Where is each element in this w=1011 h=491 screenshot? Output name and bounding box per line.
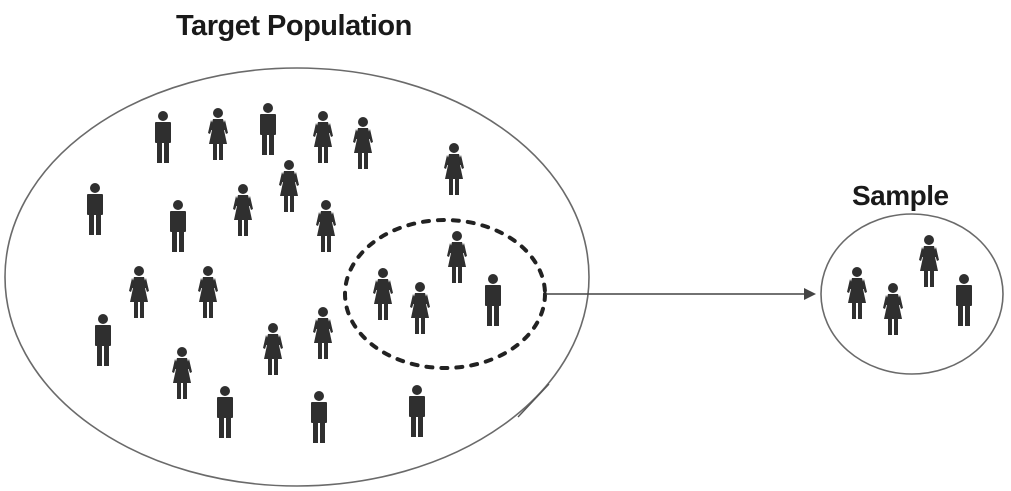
person-icon <box>883 283 903 335</box>
population-title: Target Population <box>176 10 412 42</box>
person-icon <box>260 103 276 155</box>
person-icon <box>95 314 111 366</box>
person-icon <box>208 108 228 160</box>
person-icon <box>172 347 192 399</box>
person-icon <box>155 111 171 163</box>
person-icon <box>919 235 939 287</box>
person-icon <box>410 282 430 334</box>
person-icon <box>409 385 425 437</box>
person-icon <box>313 307 333 359</box>
sample-ellipse <box>820 213 1004 375</box>
population-ellipse <box>4 67 590 487</box>
person-icon <box>316 200 336 252</box>
person-icon <box>279 160 299 212</box>
person-icon <box>447 231 467 283</box>
selected-people <box>373 231 501 334</box>
person-icon <box>444 143 464 195</box>
person-icon <box>233 184 253 236</box>
person-icon <box>956 274 972 326</box>
person-icon <box>87 183 103 235</box>
person-icon <box>217 386 233 438</box>
sample-people <box>847 235 972 335</box>
person-icon <box>313 111 333 163</box>
person-icon <box>311 391 327 443</box>
person-icon <box>847 267 867 319</box>
sample-subset-dotted-ellipse <box>343 218 547 370</box>
person-icon <box>170 200 186 252</box>
person-icon <box>485 274 501 326</box>
person-icon <box>263 323 283 375</box>
stray-mark <box>517 383 550 418</box>
population-people <box>87 103 464 443</box>
person-icon <box>129 266 149 318</box>
sample-title: Sample <box>852 180 949 211</box>
person-icon <box>198 266 218 318</box>
person-icon <box>373 268 393 320</box>
person-icon <box>353 117 373 169</box>
